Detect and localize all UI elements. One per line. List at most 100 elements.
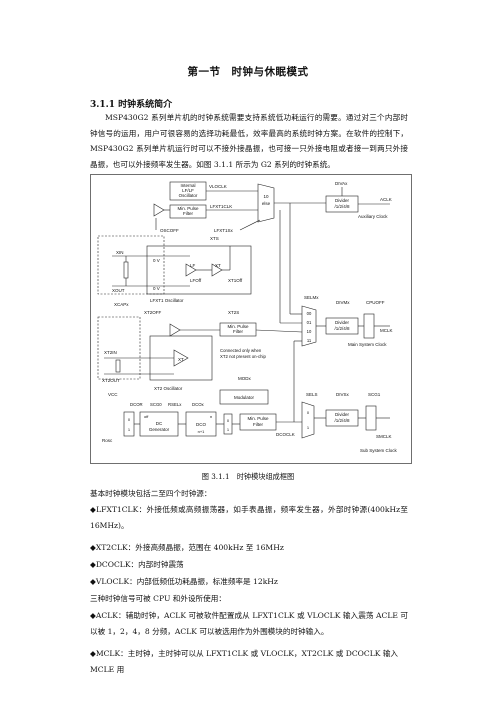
scg0-label: SCG0	[150, 402, 162, 407]
min-pulse-label-f: Filter	[253, 422, 264, 427]
oscoff-label: OSCOFF	[160, 228, 179, 233]
body-line-1: 基本时钟模块包括二至四个时钟源：	[90, 489, 212, 498]
body-line-6: 三种时钟信号可被 CPU 和外设所使用：	[90, 594, 226, 603]
lfxt1-external-dashed	[97, 235, 165, 295]
smclk-divider-label-b: /1/2/4/8	[334, 418, 350, 423]
connected-note-2: XT2 not present on-chip	[220, 354, 266, 359]
mclk-divider-label-b: /1/2/4/8	[334, 326, 350, 331]
body-line-8: ◆MCLK：主时钟，主时钟可以从 LFXT1CLK 或 VLOCLK，XT2CL…	[90, 649, 399, 674]
mux-m-11: 11	[307, 338, 312, 343]
mux-else-label: else	[262, 201, 271, 206]
lfxt1-osc-label: LFXT1 Oscillator	[150, 298, 184, 303]
min-pulse-filter-2	[219, 322, 257, 337]
modulator-label: Modulator	[234, 395, 255, 400]
smclk-mux-bit1: 1	[307, 425, 310, 430]
mux-m-00: 00	[307, 311, 312, 316]
dco-mux-bit1: 1	[227, 427, 230, 432]
body-line-2: ◆LFXT1CLK：外接低频或高频振荡器，如手表晶振，频率发生器，外部时钟源(4…	[90, 505, 408, 530]
min-pulse-label-e: Min. Pulse	[247, 416, 269, 421]
body-line-7: ◆ACLK：辅助时钟，ACLK 可被软件配置成从 LFXT1CLK 或 VLOC…	[90, 611, 408, 636]
intro-paragraph: MSP430G2 系列单片机的时钟系统需要支持系统低功耗运行的需要。通过对三个内…	[90, 113, 408, 169]
modulator-box	[219, 389, 269, 405]
dco-bits-label: DCOx	[192, 402, 205, 407]
xcap-label: XCAPx	[114, 302, 129, 307]
body-line-4: ◆DCOCLK：内部时钟震荡	[90, 560, 184, 569]
body-line-5: ◆VLOCLK：内部低频低功耗晶振，标准频率是 12kHz	[90, 577, 278, 586]
main-clock-label: Main System Clock	[348, 342, 387, 347]
rosc-label: Rosc	[102, 438, 113, 443]
xts-label: XTS	[210, 236, 219, 241]
diagram-frame	[90, 174, 412, 464]
lfoff-label: LFOff	[190, 278, 202, 283]
divm-label: DIVMx	[336, 300, 350, 305]
lfxt1clk-label: LFXT1CLK	[210, 204, 232, 209]
scg1-label: SCG1	[368, 392, 381, 397]
off-label: off	[144, 414, 149, 419]
smclk-mux	[301, 401, 315, 439]
vcc-label: VCC	[108, 392, 118, 397]
internal-osc-label-3: Oscillator	[179, 193, 198, 198]
dco-block-label: DCO	[196, 422, 206, 427]
mux10-label: 10	[263, 194, 269, 199]
divs-label: DIVSx	[336, 392, 350, 397]
xt2-osc-label: XT2 Oscillator	[154, 386, 183, 391]
xt2-external-dashed	[97, 316, 141, 380]
mclk-gate	[363, 313, 375, 339]
lfxt1s-label: LFXT1Sx	[214, 228, 234, 233]
connected-note-1: Connected only when	[220, 348, 262, 353]
min-pulse-label-c: Min. Pulse	[227, 324, 249, 329]
figure-caption: 图 3.1.1 时钟模块组成框图	[201, 472, 295, 481]
min-pulse-label-d: Filter	[233, 329, 244, 334]
min-pulse-label-b: Filter	[183, 211, 194, 216]
dcor-bit0: 0	[128, 417, 131, 422]
aclk-divider-label-a: Divider	[335, 198, 350, 203]
mux-m-01: 01	[307, 320, 312, 325]
smclk-output-label: SMCLK	[376, 434, 392, 439]
mclk-output-label: MCLK	[380, 328, 393, 333]
cpuoff-label: CPUOFF	[366, 300, 385, 305]
selm-label: SELMx	[304, 295, 319, 300]
xt2s-label: XT2S	[228, 310, 239, 315]
smclk-gate	[365, 405, 377, 431]
dco-mux-bit0: 0	[227, 418, 230, 423]
xt2out-label: XT2OUT	[102, 378, 120, 383]
dcoclk-label: DCOCLK	[276, 432, 295, 437]
dc-gen-label-b: Generator	[149, 427, 170, 432]
vloclk-label: VLOCLK	[209, 184, 227, 189]
dcor-switch	[123, 411, 135, 437]
dcor-label: DCOR	[130, 402, 143, 407]
smclk-divider-label-a: Divider	[335, 412, 350, 417]
rsel-label: RSELx	[168, 402, 182, 407]
mod-label: MODx	[238, 376, 251, 381]
xt1off-label: XT1Off	[228, 278, 243, 283]
xt-label: XT	[215, 263, 221, 268]
lf-label: LF	[190, 263, 196, 268]
aclk-output-label: ACLK	[380, 197, 392, 202]
chapter-title: 第一节 时钟与休眠模式	[187, 66, 309, 78]
clock-block-diagram: Internal LF/LF Oscillator VLOCLK Min. Pu…	[90, 174, 412, 464]
body-line-3: ◆XT2CLK：外接高频晶振，范围在 400kHz 至 16MHz	[90, 543, 284, 552]
sub-clock-label: Sub System Clock	[360, 448, 398, 453]
n-plus-1-label: n+1	[198, 429, 206, 434]
section-heading: 3.1.1 时钟系统简介	[90, 100, 173, 110]
min-pulse-filter-1	[169, 204, 207, 219]
mclk-mux	[301, 305, 317, 347]
aclk-mux	[257, 183, 275, 223]
min-pulse-label-a: Min. Pulse	[177, 206, 199, 211]
mclk-divider-label-a: Divider	[335, 320, 350, 325]
xt2off-label: XT2OFF	[144, 310, 162, 315]
crystal-1	[123, 261, 129, 279]
dcor-bit1: 1	[128, 427, 131, 432]
lfxt1-oscillator-box	[146, 245, 252, 295]
xt2in-label: XT2IN	[104, 350, 117, 355]
crystal-2	[115, 359, 121, 373]
sels-label: SELS	[306, 392, 318, 397]
zero-v-label-1: 0 V	[153, 258, 160, 263]
mux-m-10: 10	[307, 329, 312, 334]
xout-label: XOUT	[112, 288, 125, 293]
xin-label: XIN	[116, 250, 124, 255]
aclk-divider-label-b: /1/2/4/8	[334, 204, 350, 209]
xt2-xt-label: XT	[178, 357, 184, 362]
zero-v-label-2: 0 V	[153, 286, 160, 291]
